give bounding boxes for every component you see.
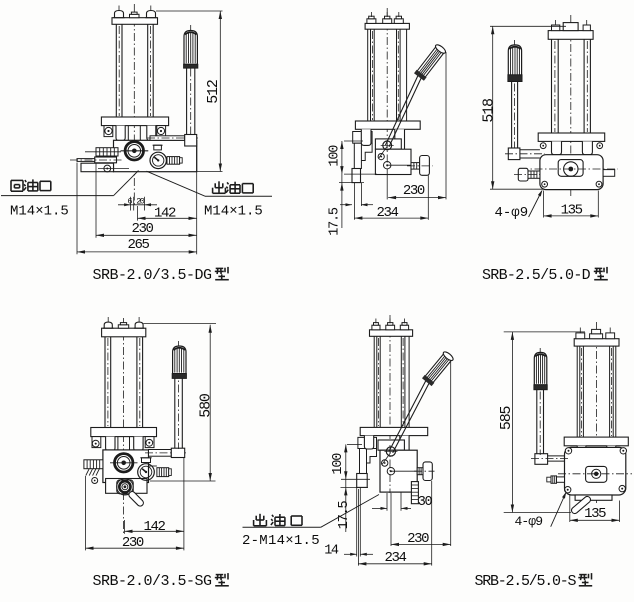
svg-text:230: 230	[131, 221, 153, 237]
svg-text:512: 512	[205, 80, 222, 104]
svg-text:234: 234	[384, 550, 406, 566]
svg-text:142: 142	[143, 519, 165, 535]
svg-text:M14×1.5: M14×1.5	[204, 204, 263, 220]
svg-text:SRB-2.5/5.0-S: SRB-2.5/5.0-S	[475, 573, 577, 590]
svg-text:6: 6	[127, 197, 132, 207]
svg-text:20: 20	[136, 197, 145, 207]
svg-text:135: 135	[584, 506, 606, 522]
svg-text:17.5: 17.5	[327, 207, 342, 236]
svg-text:100: 100	[327, 145, 342, 167]
svg-text:585: 585	[498, 406, 515, 431]
svg-text:230: 230	[122, 535, 144, 551]
svg-text:230: 230	[403, 183, 425, 199]
svg-text:580: 580	[198, 393, 215, 418]
svg-text:SRB-2.0/3.5-DG: SRB-2.0/3.5-DG	[93, 267, 213, 284]
svg-text:2-M14×1.5: 2-M14×1.5	[242, 533, 320, 549]
svg-text:M14×1.5: M14×1.5	[10, 204, 69, 220]
svg-text:17.5: 17.5	[337, 501, 352, 530]
svg-text:14: 14	[324, 544, 339, 559]
svg-text:230: 230	[407, 531, 429, 547]
svg-text:SRB-2.0/3.5-SG: SRB-2.0/3.5-SG	[93, 573, 213, 590]
svg-text:518: 518	[480, 98, 497, 123]
svg-text:234: 234	[376, 205, 398, 221]
svg-text:4-φ9: 4-φ9	[515, 514, 543, 529]
svg-text:265: 265	[127, 237, 149, 253]
svg-text:135: 135	[561, 203, 583, 219]
svg-text:100: 100	[331, 453, 346, 475]
svg-text:SRB-2.5/5.0-D: SRB-2.5/5.0-D	[482, 267, 591, 284]
svg-text:142: 142	[154, 206, 176, 222]
svg-text:30: 30	[418, 495, 433, 510]
svg-text:4-φ9: 4-φ9	[495, 205, 529, 221]
